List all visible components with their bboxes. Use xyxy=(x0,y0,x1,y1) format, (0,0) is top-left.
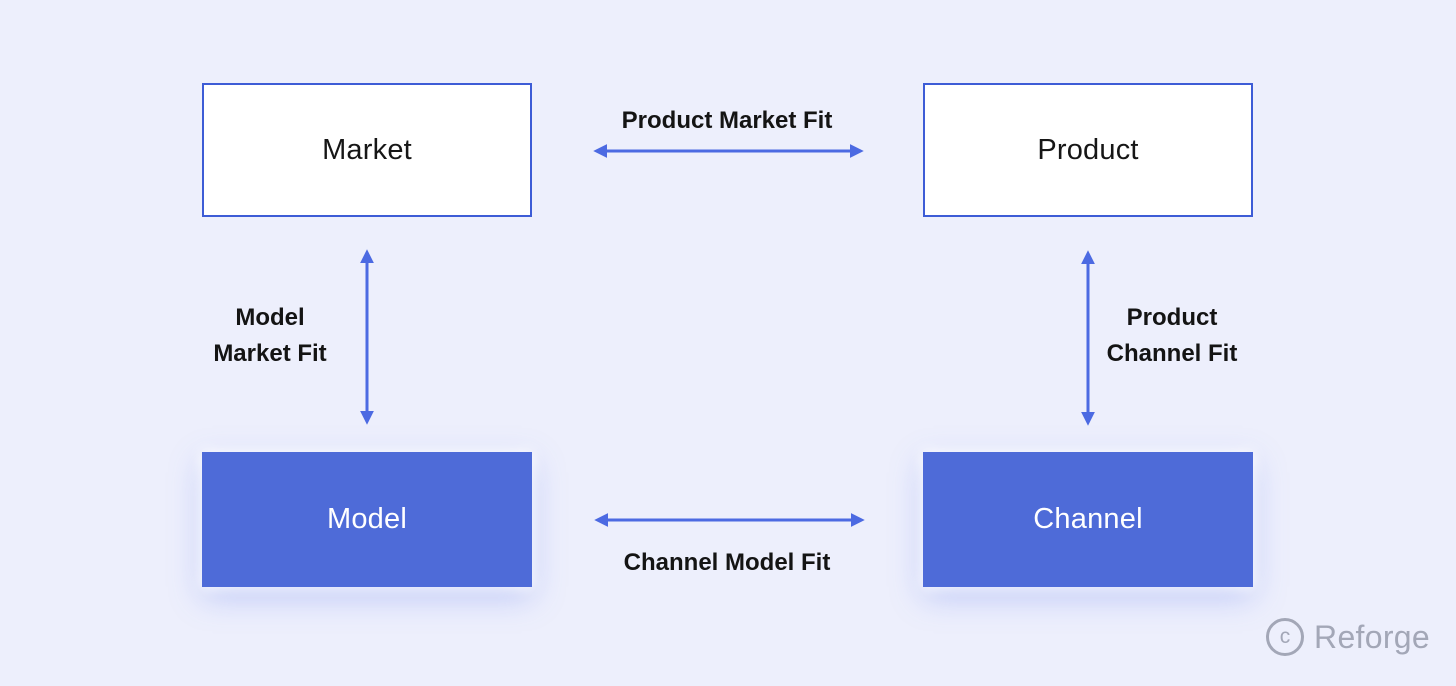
market-model-arrow xyxy=(360,249,374,425)
node-channel-label: Channel xyxy=(1033,503,1143,535)
node-model-label: Model xyxy=(327,503,407,535)
channel-model-fit-label: Channel Model Fit xyxy=(623,549,831,576)
market-product-arrow xyxy=(593,144,864,158)
model-channel-arrow xyxy=(594,513,865,527)
brand-name: Reforge xyxy=(1314,618,1430,655)
node-market-label: Market xyxy=(322,133,412,166)
copyright-icon: c xyxy=(1266,618,1305,656)
node-product: Product xyxy=(923,83,1253,217)
node-market: Market xyxy=(202,83,532,217)
product-channel-arrow xyxy=(1081,250,1095,426)
product-channel-fit-label: Product Channel Fit xyxy=(1106,304,1238,367)
node-product-label: Product xyxy=(1037,133,1139,166)
model-market-fit-label: Model Market Fit xyxy=(213,304,327,367)
product-market-fit-label: Product Market Fit xyxy=(621,107,833,134)
node-model: Model xyxy=(202,452,532,587)
copyright-letter: c xyxy=(1279,624,1291,648)
reforge-brand: c Reforge xyxy=(1266,618,1430,656)
node-channel: Channel xyxy=(923,452,1253,587)
